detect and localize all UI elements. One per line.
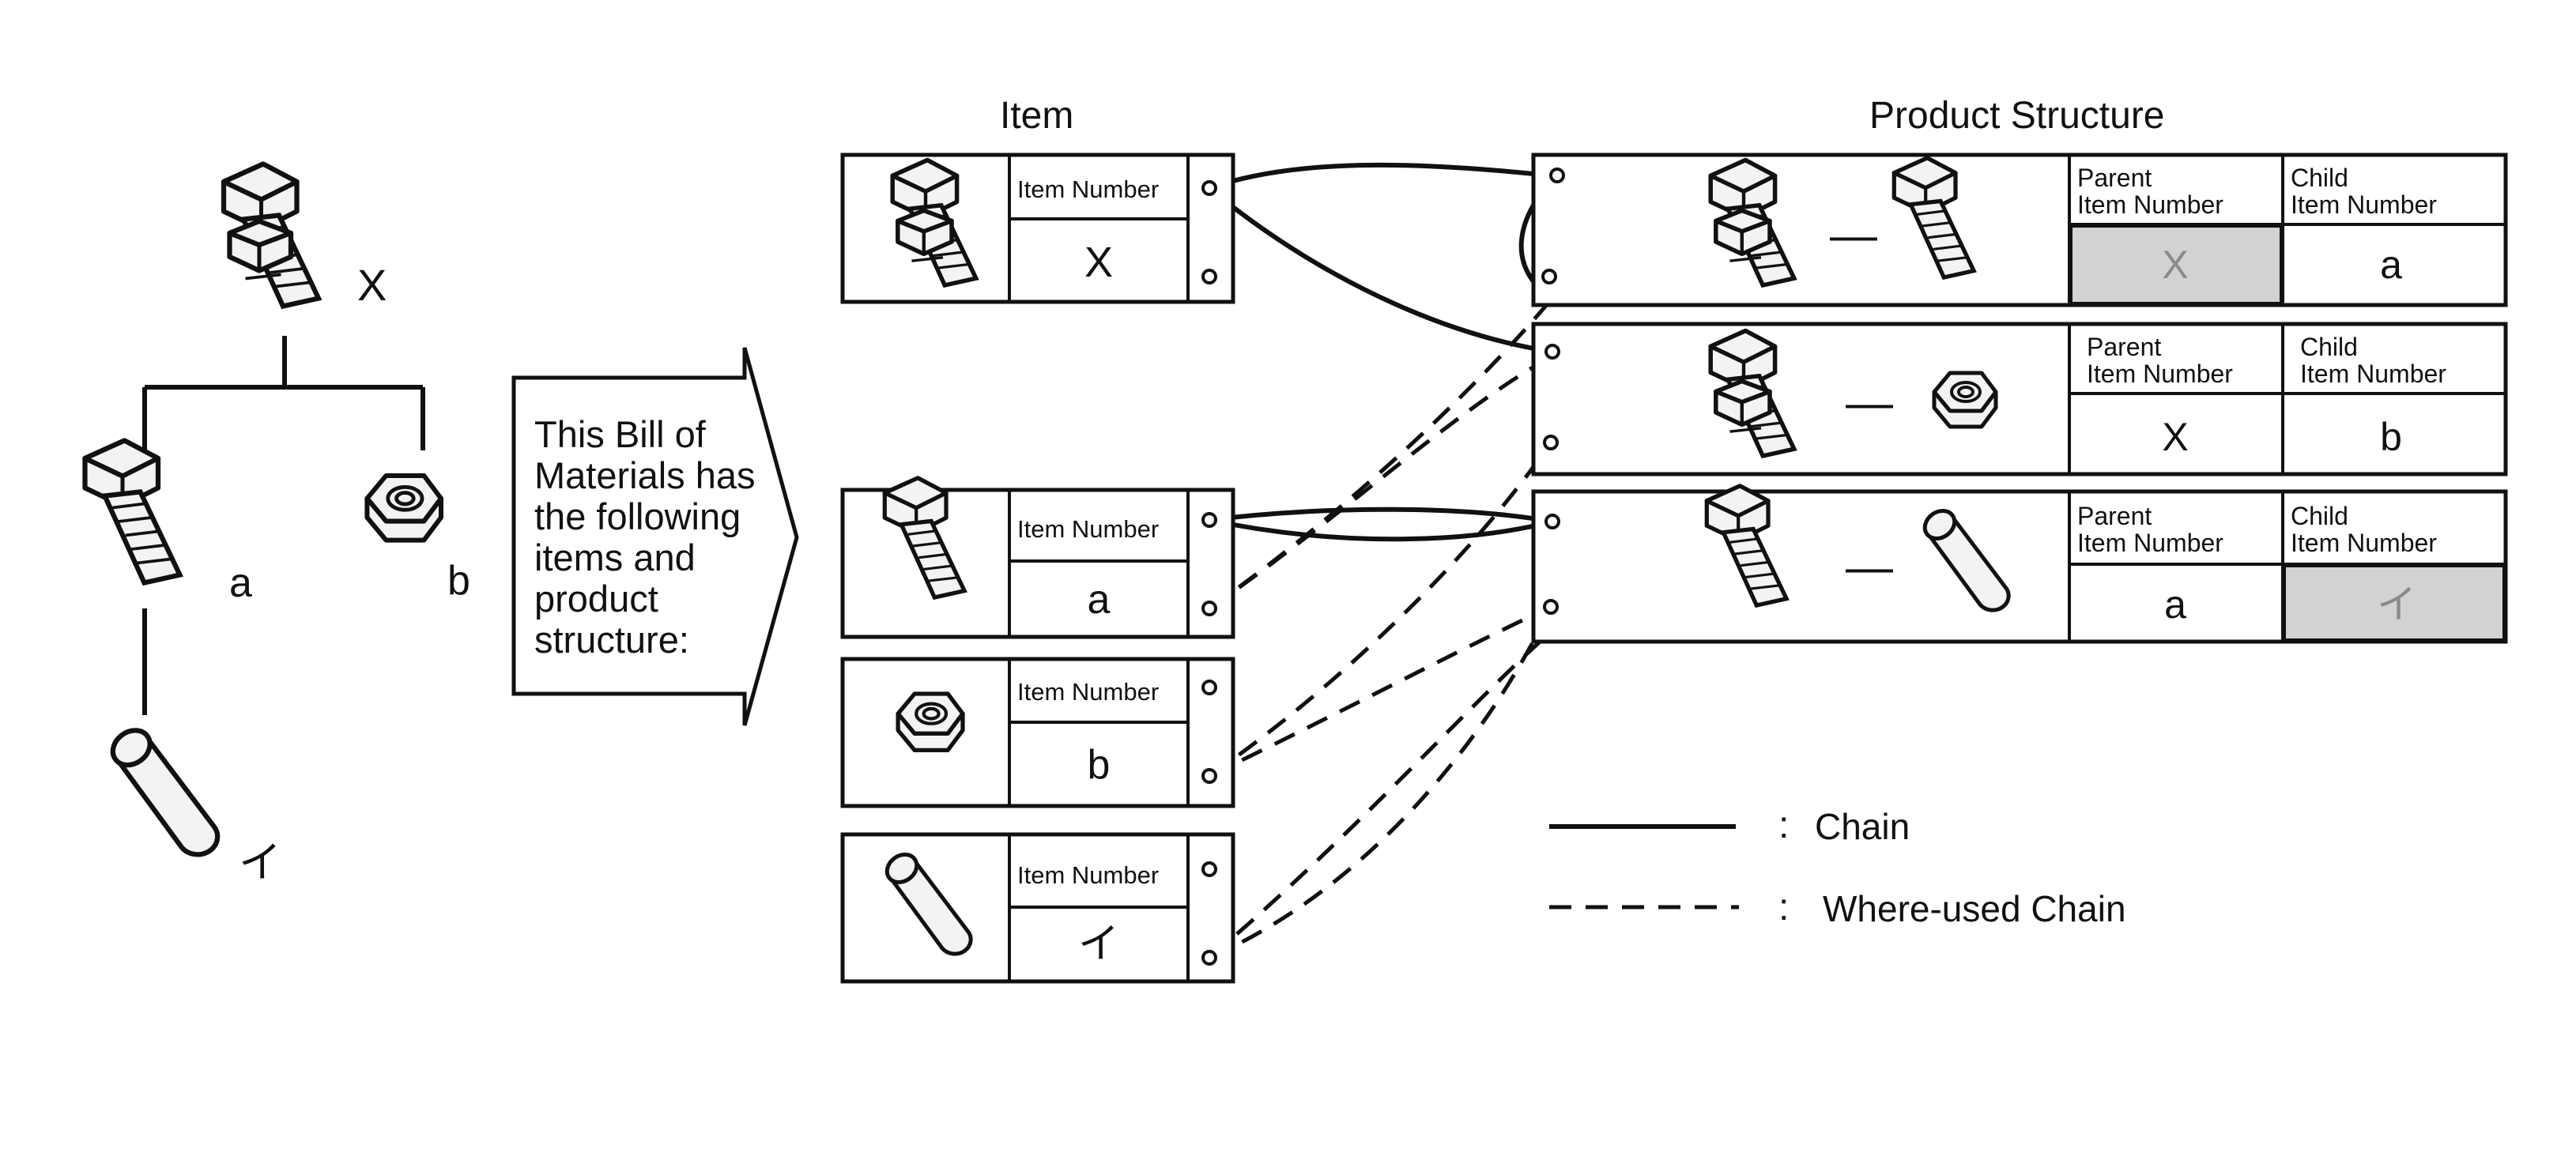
child-label-line1: Child (2300, 333, 2358, 361)
chain-x-to-ps2 (1208, 186, 1553, 354)
callout-line-6: structure: (534, 619, 689, 661)
callout-line-3: the following (534, 495, 741, 537)
structure-where-used-pin (1543, 599, 1559, 615)
structure-row-2: — Parent Item Number Child Item Number X… (1531, 322, 2508, 476)
nut-icon (898, 694, 963, 750)
legend-chain-separator: : (1778, 804, 1789, 846)
assembly-icon-x (224, 164, 319, 307)
chain-a-from-ps3 (1209, 518, 1553, 542)
item-chain-pin (1201, 512, 1217, 528)
structure-chain-pin (1549, 168, 1565, 183)
child-nut-icon (1934, 373, 1996, 427)
legend-where-used-label: Where-used Chain (1823, 888, 2126, 929)
where-used-chain-links (1208, 300, 1553, 960)
structure-where-used-pin (1543, 435, 1559, 450)
where-used-i-to-ps3 (1208, 605, 1553, 960)
item-where-used-pin (1201, 768, 1217, 784)
callout-line-2: Materials has (534, 454, 756, 496)
parent-value: a (2164, 582, 2186, 627)
structure-where-used-pin (1541, 269, 1557, 284)
nut-icon-b (367, 476, 441, 540)
parent-label-line2: Item Number (2087, 360, 2233, 388)
pin-icon-i (106, 723, 217, 854)
child-label-line2: Item Number (2300, 360, 2446, 388)
chain-a-to-ps3 (1209, 507, 1553, 524)
product-structure-heading: Product Structure (1869, 95, 2165, 137)
where-used-i-to-ps3-b (1208, 631, 1552, 959)
where-used-b-to-ps2 (1208, 441, 1553, 778)
child-value: a (2380, 243, 2402, 287)
item-row-x: Item Number X (840, 153, 1235, 304)
callout-line-5: product (534, 578, 658, 620)
bom-tree: X a b イ (85, 164, 470, 887)
child-value: イ (2377, 582, 2416, 627)
item-number-label: Item Number (1017, 861, 1159, 889)
where-used-b-to-ps3 (1208, 604, 1552, 778)
item-number-value: b (1088, 742, 1111, 788)
legend-where-used-separator: : (1778, 887, 1789, 928)
item-number-value: X (1084, 239, 1113, 286)
chain-links (1208, 162, 1560, 542)
tree-label-x: X (357, 260, 387, 310)
parent-value: X (2162, 243, 2188, 287)
where-used-a-to-ps2 (1208, 356, 1549, 611)
item-where-used-pin (1201, 950, 1217, 966)
child-value: b (2380, 415, 2402, 459)
where-used-a-to-ps1 (1208, 300, 1551, 611)
legend: : Chain : Where-used Chain (1549, 804, 2126, 929)
parent-label-line1: Parent (2077, 502, 2152, 530)
bolt-icon-a (85, 441, 180, 583)
child-label-line1: Child (2291, 502, 2348, 530)
structure-separator: — (1846, 376, 1893, 429)
item-chain-pin (1201, 680, 1217, 695)
child-label-line2: Item Number (2291, 190, 2437, 219)
item-heading: Item (1000, 95, 1073, 137)
child-label-line1: Child (2291, 164, 2348, 192)
item-where-used-pin (1201, 601, 1217, 616)
parent-label-line1: Parent (2087, 333, 2161, 361)
callout-line-1: This Bill of (534, 413, 707, 455)
child-value-shaded-cell (2283, 564, 2506, 642)
parent-value: X (2162, 415, 2188, 459)
item-chain-pin (1201, 180, 1217, 196)
structure-separator: — (1846, 540, 1893, 593)
parent-value-shaded-cell (2069, 224, 2283, 305)
legend-chain-label: Chain (1815, 806, 1910, 847)
item-chain-pin (1201, 861, 1217, 877)
item-number-label: Item Number (1017, 678, 1159, 706)
item-row-a: Item Number a (840, 478, 1235, 639)
parent-label-line1: Parent (2077, 164, 2152, 192)
structure-chain-pin (1544, 514, 1560, 529)
item-row-b: Item Number b (840, 657, 1235, 808)
chain-x-to-ps1 (1209, 162, 1534, 190)
structure-row-1: — Parent Item Number Child Item Number X… (1531, 153, 2508, 307)
tree-label-i: イ (239, 839, 281, 887)
callout-line-4: items and (534, 537, 696, 578)
structure-row-3: — Parent Item Number Child Item Number a… (1531, 486, 2508, 644)
item-number-label: Item Number (1017, 175, 1159, 203)
structure-chain-pin (1544, 344, 1560, 360)
item-where-used-pin (1201, 269, 1217, 284)
item-row-i: Item Number イ (840, 832, 1235, 984)
structure-separator: — (1830, 209, 1877, 262)
parent-label-line2: Item Number (2077, 529, 2223, 557)
tree-label-b: b (447, 558, 470, 604)
callout-arrow: This Bill of Materials has the following… (511, 347, 799, 726)
parent-label-line2: Item Number (2077, 190, 2223, 219)
child-label-line2: Item Number (2291, 529, 2437, 557)
item-number-value: イ (1078, 921, 1119, 967)
tree-label-a: a (229, 560, 252, 606)
item-number-label: Item Number (1017, 515, 1159, 543)
item-number-value: a (1088, 577, 1111, 623)
